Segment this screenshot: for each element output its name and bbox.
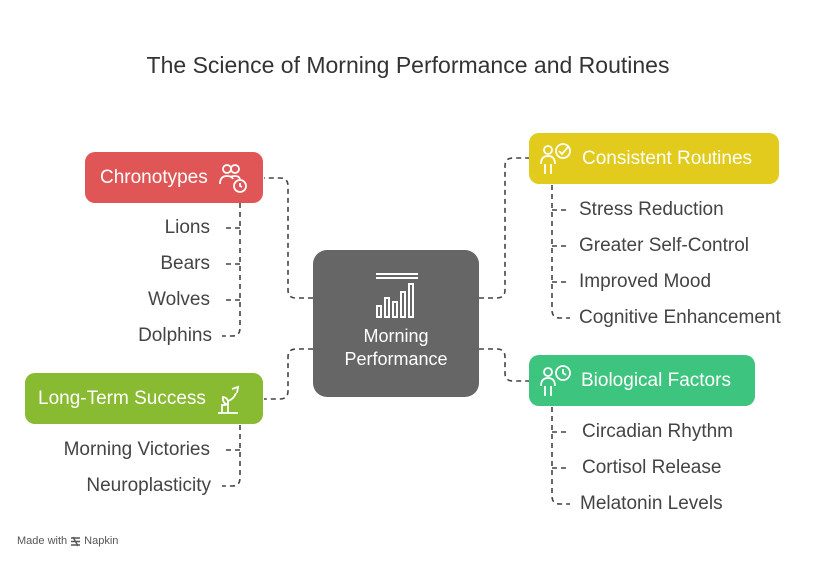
people-clock-icon — [218, 162, 248, 194]
diagram-title: The Science of Morning Performance and R… — [146, 52, 670, 78]
trunk-biological — [551, 407, 570, 505]
list-item: Melatonin Levels — [580, 493, 723, 514]
connector-long-term — [264, 348, 313, 400]
center-node[interactable]: Morning Performance — [313, 250, 479, 397]
chronotypes-label: Chronotypes — [100, 166, 208, 188]
growth-plant-icon — [214, 383, 242, 415]
connector-biological — [479, 348, 529, 382]
list-item: Cortisol Release — [582, 457, 722, 478]
bar-chart-icon — [372, 271, 420, 319]
list-item: Dolphins — [138, 325, 212, 346]
trunk-chronotypes — [222, 203, 241, 337]
made-with-footer[interactable]: Made with Napkin — [17, 535, 118, 547]
person-clock-icon — [539, 364, 572, 398]
center-label-line2: Performance — [344, 348, 448, 369]
center-label-line1: Morning — [363, 325, 429, 346]
list-item: Morning Victories — [63, 439, 210, 460]
biological-factors-node[interactable]: Biological Factors — [529, 355, 755, 406]
list-item: Greater Self-Control — [579, 235, 750, 256]
list-item: Improved Mood — [579, 271, 712, 292]
list-item: Lions — [164, 217, 210, 238]
biological-factors-label: Biological Factors — [581, 369, 731, 391]
list-item: Circadian Rhythm — [582, 421, 733, 442]
made-with-text: Made with — [17, 535, 68, 547]
long-term-success-label: Long-Term Success — [38, 387, 206, 409]
napkin-logo-icon — [70, 536, 81, 547]
list-item: Neuroplasticity — [86, 475, 211, 496]
consistent-routines-node[interactable]: Consistent Routines — [529, 133, 779, 184]
trunk-routines — [551, 185, 570, 319]
list-item: Bears — [160, 253, 210, 274]
trunk-long-term — [222, 425, 241, 487]
list-item: Stress Reduction — [579, 199, 724, 220]
napkin-brand-text: Napkin — [84, 535, 119, 547]
person-check-icon — [539, 142, 572, 176]
long-term-success-node[interactable]: Long-Term Success — [25, 373, 263, 424]
list-item: Wolves — [148, 289, 210, 310]
connector-routines — [479, 157, 529, 299]
list-item: Cognitive Enhancement — [579, 307, 781, 328]
chronotypes-node[interactable]: Chronotypes — [85, 152, 263, 203]
consistent-routines-label: Consistent Routines — [582, 147, 753, 169]
connector-chronotypes — [264, 177, 313, 299]
